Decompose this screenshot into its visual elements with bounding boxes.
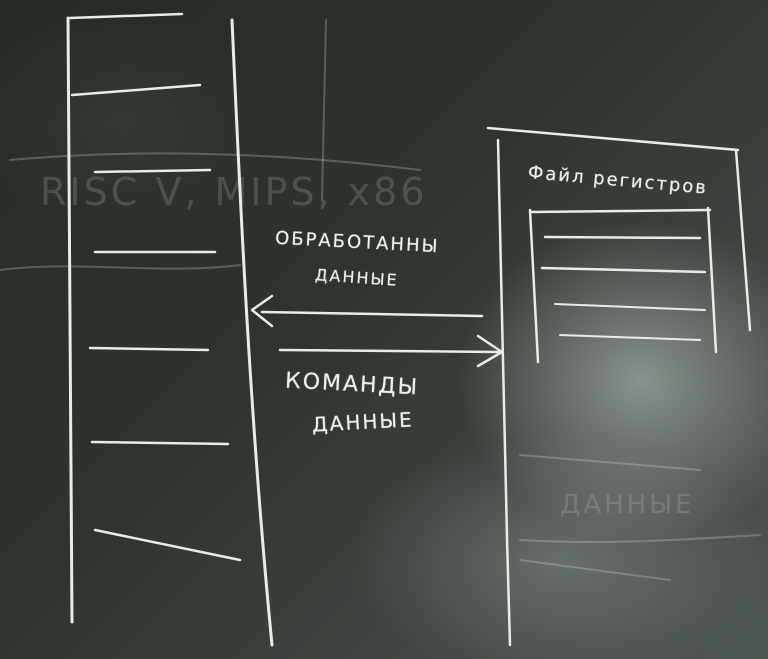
- register-row: [543, 235, 702, 240]
- left-block-row: [88, 346, 210, 352]
- left-block-top: [68, 12, 184, 20]
- left-block-outline: [66, 16, 74, 624]
- ghost-text-left: RISC V, MIPS, x86: [40, 170, 428, 214]
- left-block-outline: [230, 18, 274, 647]
- register-row: [540, 266, 707, 274]
- left-block-row: [93, 168, 212, 174]
- arrow-right: [278, 348, 502, 354]
- right-block-outline: [734, 148, 752, 332]
- register-table-outline: [706, 206, 718, 354]
- left-block-row: [93, 528, 242, 562]
- left-block-row: [70, 83, 202, 97]
- register-row: [554, 303, 706, 311]
- ghost-text-right: ДАННЫЕ: [560, 490, 695, 520]
- arrow-left-head: [250, 294, 274, 328]
- register-table-outline: [528, 208, 540, 364]
- register-row: [559, 334, 701, 341]
- right-block-outline: [496, 138, 512, 647]
- right-block-top: [486, 126, 740, 152]
- arrow-left: [260, 310, 484, 318]
- left-block-row: [90, 440, 230, 446]
- register-table-top: [528, 208, 712, 214]
